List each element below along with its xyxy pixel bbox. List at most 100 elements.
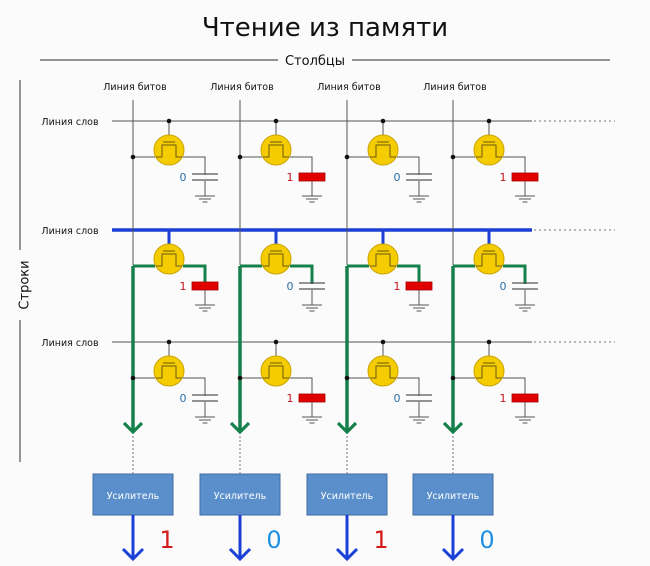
- bit-line-arrowhead: [229, 421, 251, 435]
- transistor-icon: [473, 243, 505, 275]
- amplifier-label: Усилитель: [321, 491, 374, 502]
- drain-connection: [503, 264, 527, 284]
- cell-value-label: 0: [287, 280, 294, 293]
- cell-value-label: 0: [500, 280, 507, 293]
- output-arrowhead: [335, 547, 359, 562]
- amplifier-box: [92, 473, 174, 516]
- junction-dot: [166, 339, 172, 345]
- bit-line-arrowhead: [122, 421, 144, 435]
- drain-connection: [290, 156, 313, 175]
- junction-dot: [273, 118, 279, 124]
- word-line-label: Линия слов: [41, 117, 99, 128]
- junction-dot: [450, 154, 456, 160]
- junction-dot: [344, 375, 350, 381]
- transistor-icon: [367, 134, 399, 166]
- cell-value-label: 1: [180, 280, 187, 293]
- junction-dot: [130, 154, 136, 160]
- capacitor-charged-icon: [405, 281, 433, 291]
- bit-line-label: Линия битов: [103, 82, 167, 93]
- rows-label: Строки: [18, 260, 33, 309]
- output-arrowhead: [441, 547, 465, 562]
- transistor-channel: [156, 253, 182, 267]
- transistor-icon: [260, 134, 292, 166]
- cell-value-label: 1: [287, 392, 294, 405]
- bit-line-label: Линия битов: [210, 82, 274, 93]
- transistor-channel: [263, 365, 289, 379]
- transistor-channel: [476, 253, 502, 267]
- junction-dot: [166, 118, 172, 124]
- cell-value-label: 0: [394, 392, 401, 405]
- amplifier-box: [306, 473, 388, 516]
- drain-connection: [183, 156, 206, 175]
- junction-dot: [486, 118, 492, 124]
- transistor-icon: [153, 243, 185, 275]
- junction-dot: [273, 339, 279, 345]
- junction-dot: [450, 375, 456, 381]
- cell-value-label: 0: [180, 392, 187, 405]
- bit-line-arrowhead: [442, 421, 464, 435]
- capacitor-charged-icon: [511, 393, 539, 403]
- transistor-channel: [263, 253, 289, 267]
- amplifier-label: Усилитель: [107, 491, 160, 502]
- cell-value-label: 1: [500, 392, 507, 405]
- cell-value-label: 0: [394, 171, 401, 184]
- junction-dot: [237, 154, 243, 160]
- transistor-icon: [367, 355, 399, 387]
- page-title: Чтение из памяти: [202, 13, 448, 43]
- capacitor-charged-icon: [191, 281, 219, 291]
- bit-line-label: Линия битов: [317, 82, 381, 93]
- junction-dot: [344, 154, 350, 160]
- output-bit-value: 0: [266, 526, 281, 554]
- transistor-icon: [473, 134, 505, 166]
- drain-connection: [503, 156, 526, 175]
- columns-label: Столбцы: [285, 54, 345, 69]
- transistor-channel: [476, 144, 502, 158]
- output-bit-value: 1: [373, 526, 388, 554]
- junction-dot: [380, 339, 386, 345]
- transistor-channel: [370, 365, 396, 379]
- cell-value-label: 1: [394, 280, 401, 293]
- junction-dot: [130, 375, 136, 381]
- capacitor-charged-icon: [298, 172, 326, 182]
- amplifier-label: Усилитель: [427, 491, 480, 502]
- drain-connection: [290, 377, 313, 396]
- drain-connection: [183, 377, 206, 396]
- output-bit-value: 0: [479, 526, 494, 554]
- transistor-icon: [153, 134, 185, 166]
- bit-line-label: Линия битов: [423, 82, 487, 93]
- amplifier-label: Усилитель: [214, 491, 267, 502]
- bit-line-arrowhead: [336, 421, 358, 435]
- drain-connection: [183, 264, 207, 284]
- transistor-icon: [473, 355, 505, 387]
- transistor-channel: [156, 144, 182, 158]
- transistor-channel: [476, 365, 502, 379]
- output-arrowhead: [228, 547, 252, 562]
- drain-connection: [397, 377, 420, 396]
- word-line-label: Линия слов: [41, 338, 99, 349]
- transistor-icon: [260, 243, 292, 275]
- drain-connection: [397, 264, 421, 284]
- amplifier-box: [199, 473, 281, 516]
- capacitor-charged-icon: [298, 393, 326, 403]
- output-arrowhead: [121, 547, 145, 562]
- junction-dot: [237, 375, 243, 381]
- drain-connection: [290, 264, 314, 284]
- transistor-icon: [153, 355, 185, 387]
- transistor-channel: [370, 253, 396, 267]
- transistor-channel: [263, 144, 289, 158]
- transistor-icon: [367, 243, 399, 275]
- transistor-channel: [370, 144, 396, 158]
- transistor-icon: [260, 355, 292, 387]
- cell-value-label: 0: [180, 171, 187, 184]
- drain-connection: [397, 156, 420, 175]
- cell-value-label: 1: [500, 171, 507, 184]
- transistor-channel: [156, 365, 182, 379]
- capacitor-charged-icon: [511, 172, 539, 182]
- cell-value-label: 1: [287, 171, 294, 184]
- word-line-label: Линия слов: [41, 226, 99, 237]
- drain-connection: [503, 377, 526, 396]
- junction-dot: [486, 339, 492, 345]
- junction-dot: [380, 118, 386, 124]
- output-bit-value: 1: [159, 526, 174, 554]
